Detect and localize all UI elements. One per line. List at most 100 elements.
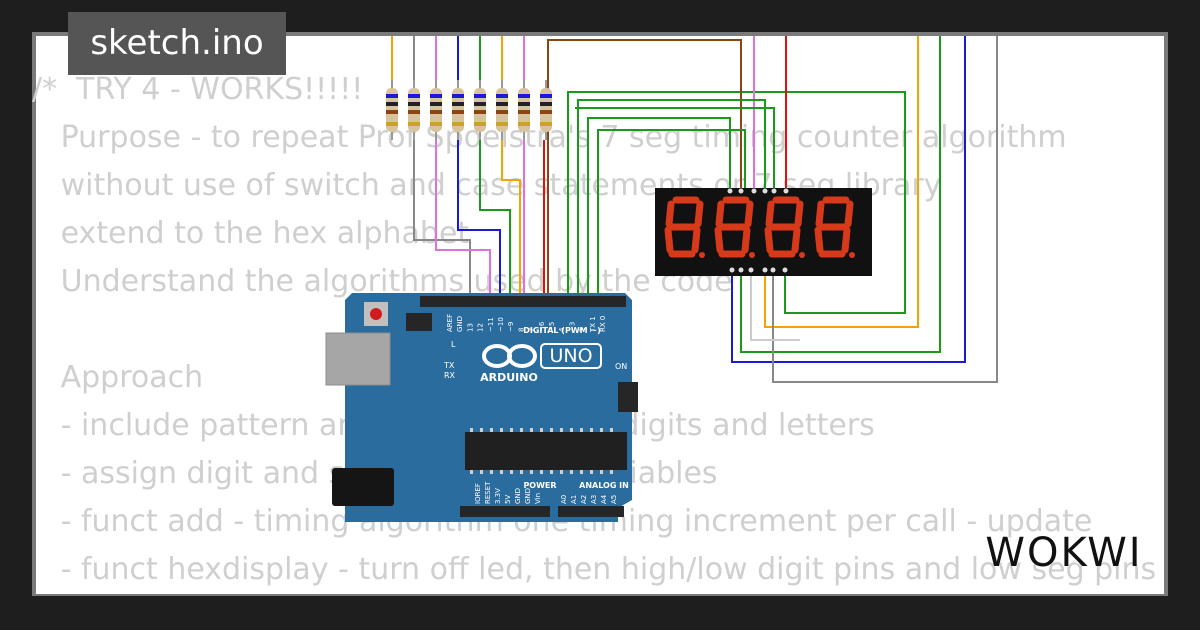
segment <box>814 226 824 254</box>
code-text: /* TRY 4 - WORKS!!!!! Purpose - to repea… <box>32 66 1156 594</box>
digital-header <box>420 296 626 307</box>
pin-label: ~6 <box>538 321 546 332</box>
pin-label: 5V <box>504 495 512 504</box>
arduino-label: ARDUINO <box>480 371 538 384</box>
resistor-7 <box>518 80 530 140</box>
resistor-2 <box>408 80 420 140</box>
pin-label: GND <box>514 488 522 504</box>
decimal-point <box>749 252 755 258</box>
resistor-3 <box>430 80 442 140</box>
pin-label: 12 <box>477 323 485 332</box>
pin-label: A5 <box>610 495 618 504</box>
decimal-point <box>699 252 705 258</box>
pin-label: ~9 <box>507 322 515 332</box>
pin-label: GND <box>524 488 532 504</box>
wire-green-top-2 <box>577 99 766 300</box>
segment <box>741 226 751 254</box>
display-digit <box>764 196 805 258</box>
wokwi-logo: WOKWI <box>985 530 1142 576</box>
segment <box>794 200 804 228</box>
sketch-title: sketch.ino <box>68 12 286 75</box>
pin-label: GND <box>456 316 464 332</box>
pin-label: 2 <box>579 328 587 332</box>
arduino-uno-board: UNO ARDUINO DIGITAL (PWM ~) ON L TX RX P… <box>325 293 638 522</box>
resistor-5 <box>474 80 486 140</box>
pin-label: AREF <box>446 314 454 332</box>
pin-label: 4 <box>558 327 566 332</box>
pin-label: ~5 <box>548 322 556 332</box>
resistor-1 <box>386 80 398 140</box>
pin-label: IOREF <box>474 483 482 504</box>
wire-brown <box>547 39 742 300</box>
decimal-point <box>849 252 855 258</box>
wire-white-bottom <box>750 270 800 341</box>
pin-label: TX 1 <box>589 316 597 333</box>
display-pins-top <box>727 188 789 194</box>
resistor-6 <box>496 80 508 140</box>
uno-label: UNO <box>549 345 592 367</box>
wire-orange-bottom <box>764 36 919 328</box>
code-line: /* TRY 4 - WORKS!!!!! <box>32 72 364 107</box>
pin-label: RX 0 <box>599 316 607 332</box>
pin-label: A2 <box>580 495 588 504</box>
wire-green-bottom-2 <box>567 91 906 314</box>
analog-label: ANALOG IN <box>579 481 629 490</box>
segment <box>714 226 724 254</box>
pin-label: 8 <box>517 328 525 332</box>
display-digit <box>714 196 755 258</box>
pin-label: A1 <box>570 495 578 504</box>
resistor-4 <box>452 80 464 140</box>
segment <box>691 226 701 254</box>
pin-label: ~10 <box>497 317 505 332</box>
pin-label: A0 <box>560 495 568 504</box>
segment <box>665 200 675 228</box>
wire-green-r5 <box>479 36 511 300</box>
wire-green-top-1 <box>587 117 731 300</box>
power-header <box>460 506 550 517</box>
power-label: POWER <box>523 481 556 490</box>
code-line: Purpose - to repeat Prof Spoelstra's 7 s… <box>32 120 1067 155</box>
pin-label: 13 <box>466 323 474 332</box>
segment <box>715 200 725 228</box>
segment <box>694 200 704 228</box>
segment <box>764 226 774 254</box>
code-line: extend to the hex alphabet <box>32 216 470 251</box>
pin-label: A4 <box>600 494 608 504</box>
wire-green-top-4 <box>597 129 746 300</box>
segment <box>765 200 775 228</box>
icsp-header <box>618 382 638 412</box>
arduino-infinity-logo <box>482 344 537 368</box>
pin-label: A3 <box>590 495 598 504</box>
code-line: - funct hexdisplay - turn off led, then … <box>32 552 1157 587</box>
wire-gray-bottom <box>772 36 998 383</box>
l-label: L <box>451 340 456 349</box>
reset-button-cap <box>370 308 382 320</box>
wire-gray-r1 <box>413 36 471 300</box>
pin-label: ~3 <box>568 322 576 332</box>
power-jack <box>332 468 394 506</box>
microcontroller-chip <box>465 432 627 470</box>
tx-label: TX <box>443 361 455 370</box>
segment <box>844 200 854 228</box>
usb-connector <box>325 332 391 386</box>
icsp-header-2 <box>406 313 432 331</box>
display-digit <box>664 196 705 258</box>
pin-label: 3.3V <box>494 488 502 504</box>
pin-label: RESET <box>484 481 492 504</box>
display-pins-bottom <box>729 267 788 273</box>
uno-badge <box>540 343 602 369</box>
seven-segment-display <box>655 188 872 276</box>
decimal-point <box>799 252 805 258</box>
pin-label: Vin <box>534 493 542 504</box>
pin-label: 7 <box>528 328 536 332</box>
wire-green-bottom <box>740 36 941 353</box>
wire-blue-bottom <box>731 36 966 363</box>
display-digit <box>814 196 855 258</box>
wokwi-logo-text: WOKWI <box>985 530 1142 576</box>
wire-green-top-3 <box>575 107 775 190</box>
pin-label: ~11 <box>487 317 495 332</box>
code-line: Approach <box>32 360 204 395</box>
display-digits <box>664 196 855 258</box>
